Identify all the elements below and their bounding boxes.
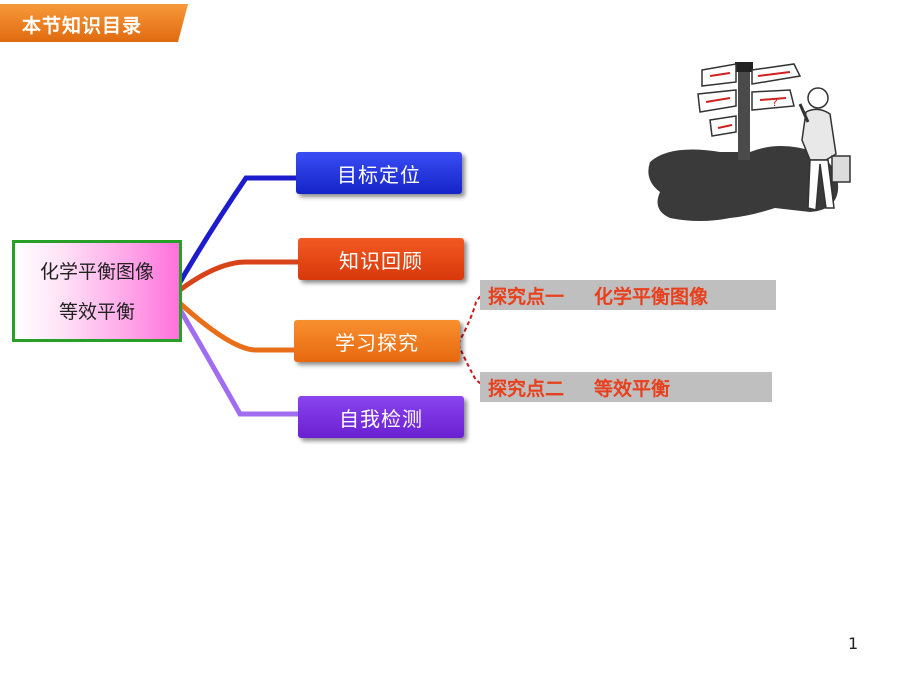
section-header-title: 本节知识目录: [22, 15, 143, 37]
sub-connector-1: [457, 293, 483, 345]
branch-inquiry[interactable]: 学习探究: [294, 320, 460, 362]
sub-item-2-topic: 等效平衡: [594, 377, 671, 400]
branch-review-label: 知识回顾: [339, 248, 423, 273]
branch-objectives[interactable]: 目标定位: [296, 152, 462, 194]
sub-item-1-point: 探究点一: [488, 285, 565, 308]
branch-self-test-label: 自我检测: [339, 406, 423, 431]
root-topic-box: 化学平衡图像 等效平衡: [12, 240, 182, 342]
connector-line-1: [169, 175, 301, 299]
branch-review[interactable]: 知识回顾: [298, 238, 464, 280]
branch-inquiry-label: 学习探究: [335, 330, 419, 355]
page-number: 1: [848, 634, 859, 653]
header-tab-shape: [0, 4, 188, 42]
sub-item-2[interactable]: 探究点二 等效平衡: [480, 372, 772, 402]
sub-item-2-point: 探究点二: [488, 377, 565, 400]
root-topic-line-2: 等效平衡: [58, 301, 135, 323]
sub-item-1[interactable]: 探究点一 化学平衡图像: [480, 280, 776, 310]
connector-line-3: [169, 293, 299, 353]
svg-text:?: ?: [772, 96, 778, 109]
branch-self-test[interactable]: 自我检测: [298, 396, 464, 438]
section-header-tab: 本节知识目录: [0, 4, 188, 42]
signpost-businessman-illustration: ?: [648, 62, 851, 221]
sub-item-1-topic: 化学平衡图像: [594, 285, 709, 308]
branch-objectives-label: 目标定位: [337, 162, 421, 187]
root-topic-line-1: 化学平衡图像: [39, 261, 154, 283]
